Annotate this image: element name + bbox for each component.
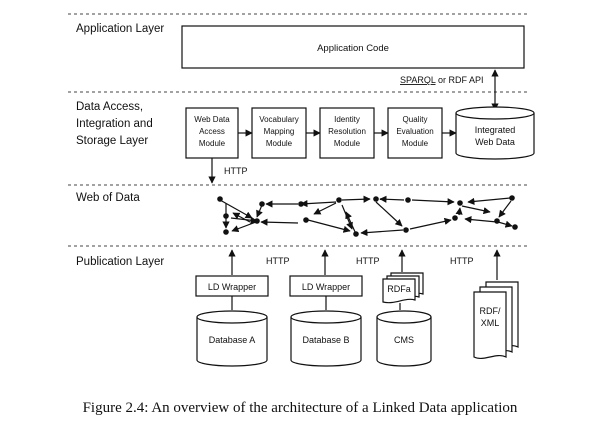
rdf-xml-document-stack — [473, 281, 519, 360]
sparql-label: SPARQL — [400, 75, 436, 85]
rdfa-label: RDFa — [387, 284, 411, 294]
integrated-web-data-store — [455, 106, 535, 160]
database-b — [290, 310, 362, 367]
layer-label-application: Application Layer — [76, 23, 164, 35]
application-code-box — [181, 25, 525, 69]
module-label: Quality — [403, 115, 428, 124]
module-vocabulary-mapping — [251, 107, 307, 159]
application-code-label: Application Code — [317, 43, 389, 54]
layer-label-publication: Publication Layer — [76, 256, 164, 268]
layer-label-data-access-2: Integration and — [76, 118, 153, 130]
module-web-data-access — [185, 107, 239, 159]
module-label: Module — [334, 139, 361, 148]
rdf-xml-label: RDF/ — [480, 306, 501, 316]
module-label: Identity — [334, 115, 360, 124]
api-label: SPARQL or RDF API — [400, 75, 484, 85]
cms-label: CMS — [394, 335, 414, 345]
rdfa-document-stack — [382, 272, 424, 304]
integrated-store-label: Web Data — [475, 137, 515, 147]
module-label: Resolution — [328, 127, 366, 136]
web-of-data-network — [217, 195, 518, 237]
layer-label-data-access-1: Data Access, — [76, 101, 143, 113]
module-label: Module — [199, 139, 226, 148]
ld-wrapper-a-label: LD Wrapper — [208, 282, 256, 292]
module-label: Module — [402, 139, 429, 148]
http-label: HTTP — [356, 256, 380, 266]
database-a — [196, 310, 268, 367]
module-label: Mapping — [264, 127, 295, 136]
module-label: Module — [266, 139, 293, 148]
integrated-store-label: Integrated — [475, 125, 516, 135]
database-a-label: Database A — [209, 335, 256, 345]
http-label: HTTP — [224, 166, 248, 176]
http-label: HTTP — [266, 256, 290, 266]
cms-database — [376, 310, 432, 367]
http-label: HTTP — [450, 256, 474, 266]
ld-wrapper-b-label: LD Wrapper — [302, 282, 350, 292]
layer-label-web-of-data: Web of Data — [76, 192, 140, 204]
module-label: Web Data — [194, 115, 230, 124]
module-label: Access — [199, 127, 225, 136]
rdf-api-label: or RDF API — [436, 75, 484, 85]
module-label: Evaluation — [396, 127, 433, 136]
database-b-label: Database B — [302, 335, 349, 345]
layer-label-data-access-3: Storage Layer — [76, 135, 148, 147]
rdf-xml-label: XML — [481, 318, 500, 328]
module-label: Vocabulary — [259, 115, 299, 124]
figure-caption: Figure 2.4: An overview of the architect… — [83, 400, 518, 416]
